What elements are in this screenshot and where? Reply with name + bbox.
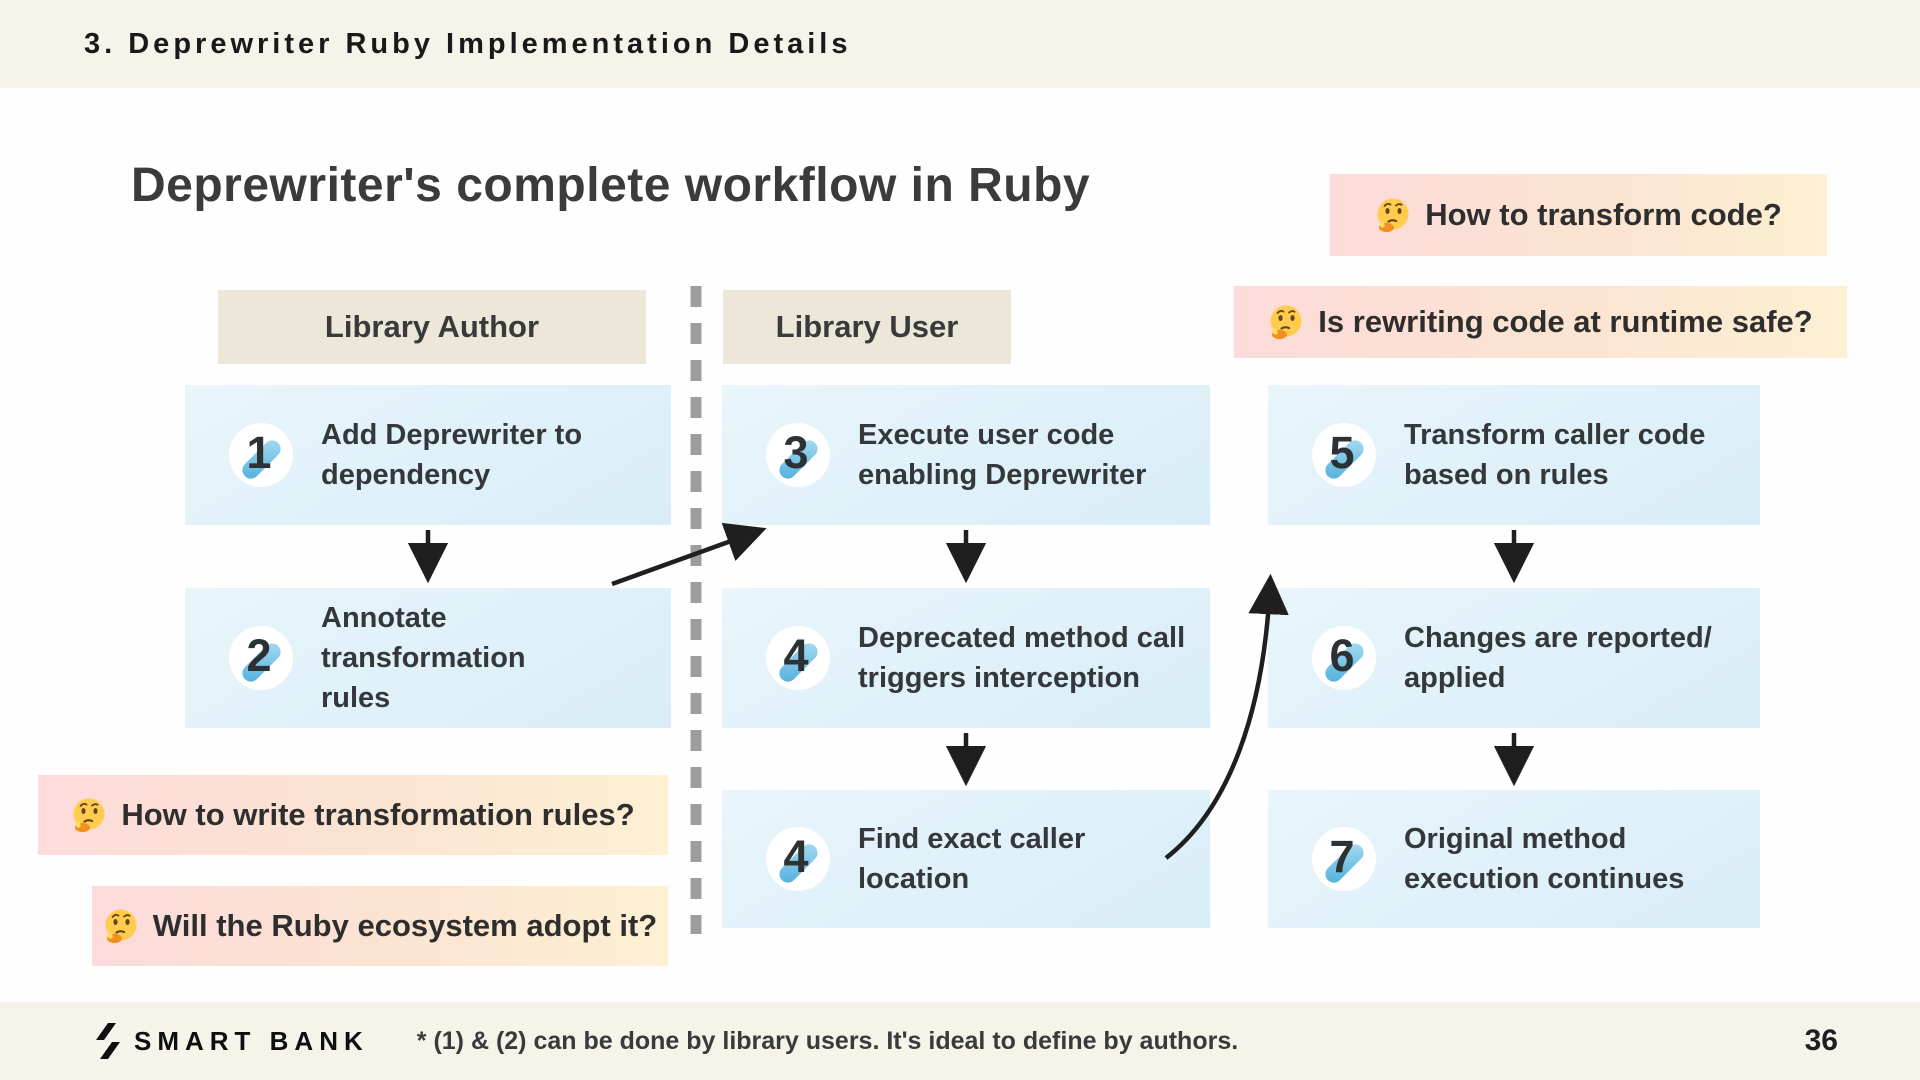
step-number-badge: 4 (766, 626, 830, 690)
step-number-badge: 2 (229, 626, 293, 690)
step-label: Execute user code enabling Deprewriter (858, 418, 1147, 491)
step-number: 4 (783, 831, 809, 882)
step-box-6: 6 Changes are reported/ applied (1268, 588, 1760, 728)
question-text: Is rewriting code at runtime safe? (1318, 304, 1813, 339)
step-box-1: 1 Add Deprewriter to dependency (185, 385, 671, 525)
step-label: Annotate transformation rules (321, 601, 526, 714)
step-number-badge: 7 (1312, 827, 1376, 891)
step-number: 6 (1329, 630, 1355, 681)
smartbank-logo-icon (95, 1023, 121, 1059)
column-header-library-user: Library User (723, 290, 1011, 364)
page-number: 36 (1804, 1024, 1838, 1057)
step-label: Changes are reported/ applied (1404, 621, 1712, 694)
page-title: Deprewriter's complete workflow in Ruby (131, 159, 1091, 212)
thinking-face-emoji-icon (71, 797, 107, 833)
section-title: 3. Deprewriter Ruby Implementation Detai… (84, 27, 852, 60)
step-number: 1 (246, 427, 272, 478)
step-number-badge: 6 (1312, 626, 1376, 690)
step-label: Original method execution continues (1404, 822, 1685, 895)
step-box-5: 5 Transform caller code based on rules (1268, 385, 1760, 525)
arrow-step2-to-step3 (611, 522, 767, 587)
question-text: How to transform code? (1425, 197, 1782, 232)
brand-name: SMART BANK (134, 1025, 369, 1056)
thinking-face-emoji-icon (1375, 197, 1411, 233)
thinking-face-emoji-icon (1268, 304, 1304, 340)
question-text: How to write transformation rules? (121, 797, 635, 832)
step-number: 7 (1329, 831, 1355, 882)
step-box-4b: 4 Find exact caller location (722, 790, 1210, 928)
step-number-badge: 1 (229, 423, 293, 487)
column-header-library-author: Library Author (218, 290, 646, 364)
thinking-face-emoji-icon (103, 908, 139, 944)
brand: SMART BANK (95, 1023, 369, 1059)
question-badge-runtime-safe: Is rewriting code at runtime safe? (1234, 286, 1847, 358)
step-label: Transform caller code based on rules (1404, 418, 1706, 491)
step-label: Add Deprewriter to dependency (321, 418, 583, 491)
question-text: Will the Ruby ecosystem adopt it? (152, 908, 658, 943)
step-number-badge: 4 (766, 827, 830, 891)
step-number: 2 (246, 630, 272, 681)
step-number: 3 (783, 427, 809, 478)
footnote: * (1) & (2) can be done by library users… (416, 1026, 1239, 1055)
step-box-7: 7 Original method execution continues (1268, 790, 1760, 928)
question-badge-ecosystem-adopt: Will the Ruby ecosystem adopt it? (92, 886, 668, 966)
question-badge-transform-code: How to transform code? (1330, 174, 1827, 256)
step-number: 4 (783, 630, 809, 681)
step-box-2: 2 Annotate transformation rules (185, 588, 671, 728)
step-box-4: 4 Deprecated method call triggers interc… (722, 588, 1210, 728)
step-number-badge: 5 (1312, 423, 1376, 487)
question-badge-write-rules: How to write transformation rules? (38, 775, 668, 855)
step-number: 5 (1329, 427, 1355, 478)
step-label: Find exact caller location (858, 822, 1086, 895)
slide-footer: SMART BANK * (1) & (2) can be done by li… (0, 1002, 1920, 1080)
step-label: Deprecated method call triggers intercep… (858, 621, 1186, 694)
step-box-3: 3 Execute user code enabling Deprewriter (722, 385, 1210, 525)
slide-section-header: 3. Deprewriter Ruby Implementation Detai… (0, 0, 1920, 88)
step-number-badge: 3 (766, 423, 830, 487)
